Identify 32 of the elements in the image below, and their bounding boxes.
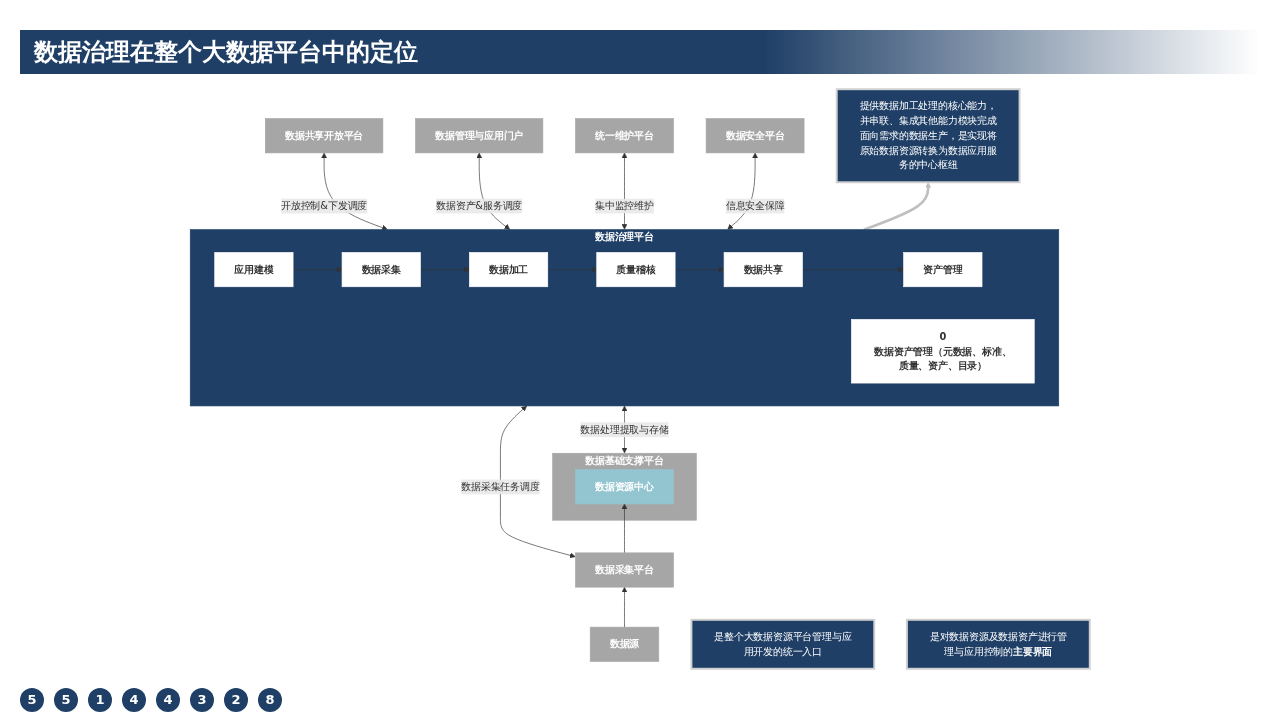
number-badge: 2 [224,688,248,712]
number-badge: 4 [122,688,146,712]
number-badge: 4 [156,688,180,712]
node-box: 是对数据资源及数据资产进行管理与应用控制的主要界面 [905,618,1091,670]
node-box: 统一维护平台 [575,118,674,154]
node-box: 数据采集平台 [575,552,674,588]
node-box: 数据管理与应用门户 [415,118,544,154]
node-box: 数据共享开放平台 [265,118,384,154]
number-badge: 1 [88,688,112,712]
number-badge: 5 [20,688,44,712]
edge-label: 数据处理提取与存储 [580,423,669,436]
node-box: 数据资源中心 [575,469,674,505]
node-box: 数据共享 [723,252,803,288]
node-box: 数据安全平台 [705,118,805,154]
edge-label: 开放控制&下发调度 [281,199,368,212]
node-box: 应用建模 [214,252,294,288]
number-badge: 3 [190,688,214,712]
edge-label: 数据资产&服务调度 [436,199,523,212]
edge-label: 信息安全保障 [725,199,785,212]
node-box: 数据采集 [341,252,421,288]
node-box: 0 数据资产管理（元数据、标准、质量、资产、目录） [851,319,1035,384]
number-badge: 8 [258,688,282,712]
arrow [863,182,931,231]
node-box: 数据源 [589,626,660,662]
edge-label: 集中监控维护 [595,199,654,212]
edge-label: 数据采集任务调度 [461,480,540,493]
node-box: 是整个大数据资源平台管理与应用开发的统一入口 [690,618,876,670]
node-box: 质量稽核 [596,252,676,288]
node-box: 数据加工 [469,252,549,288]
node-box: 资产管理 [903,252,983,288]
number-badge: 5 [54,688,78,712]
node-box: 提供数据加工处理的核心能力，并串联、集成其他能力模块完成面向需求的数据生产，是实现将原始数据资源转换为数据应用服务的中心枢纽 [835,88,1021,184]
